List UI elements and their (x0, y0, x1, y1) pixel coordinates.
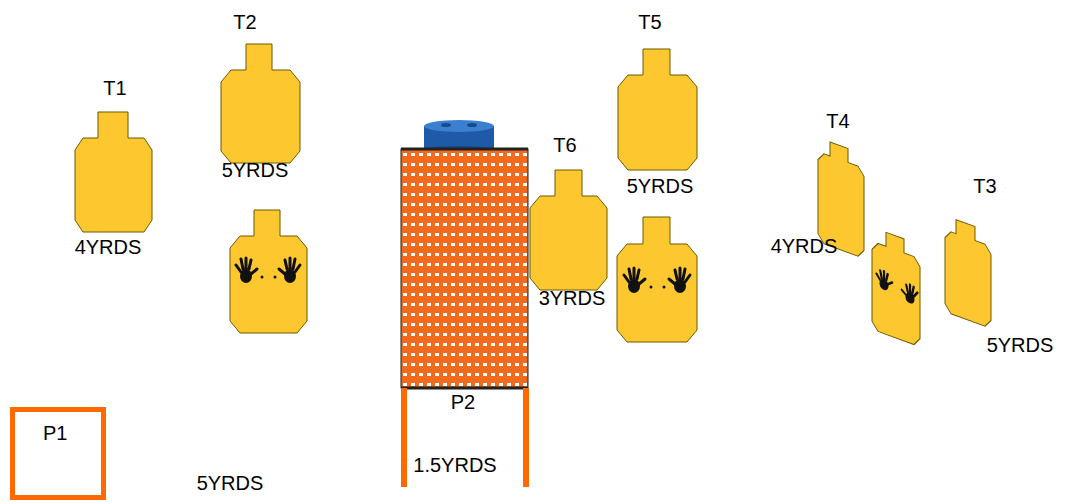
fence-wall (401, 149, 528, 388)
target-number: T5 (638, 11, 661, 33)
distance-label: 4YRDS (771, 235, 838, 257)
target-number: T3 (973, 175, 996, 197)
target-number: T4 (826, 110, 849, 132)
target-number: T2 (233, 11, 256, 33)
shooting-position-box: P1 (10, 407, 106, 500)
distance-label: 4YRDS (75, 236, 142, 258)
position-label: P1 (43, 422, 67, 445)
shooting-box-side (401, 388, 407, 487)
target (618, 49, 697, 170)
target (530, 170, 607, 290)
target (221, 44, 300, 163)
no-shoot-target (617, 217, 697, 342)
target (945, 216, 991, 329)
distance-label: 5YRDS (987, 334, 1054, 356)
distance-label: 5YRDS (197, 472, 264, 494)
distance-label: 5YRDS (222, 159, 289, 181)
no-shoot-target (872, 227, 920, 346)
target-number: T6 (553, 134, 576, 156)
position-label: P2 (451, 391, 475, 413)
target-number: T1 (103, 77, 126, 99)
distance-label: 5YRDS (627, 175, 694, 197)
distance-label: 3YRDS (539, 287, 606, 309)
target (75, 112, 152, 232)
no-shoot-target (230, 210, 307, 333)
shooting-box-side (523, 388, 529, 487)
distance-label: 1.5YRDS (413, 454, 496, 476)
